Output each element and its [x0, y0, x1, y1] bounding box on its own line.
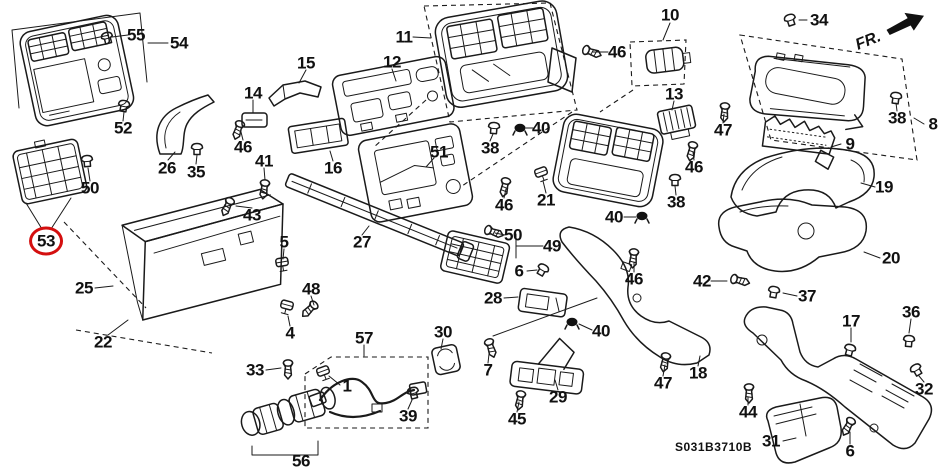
part-label-47[interactable]: 47: [714, 120, 732, 140]
part-label-51[interactable]: 51: [430, 142, 448, 162]
part-label-32[interactable]: 32: [915, 379, 933, 399]
part-label-43[interactable]: 43: [243, 205, 261, 225]
part54-bracket-box: [11, 12, 148, 109]
part-label-6[interactable]: 6: [845, 441, 855, 461]
part-label-8[interactable]: 8: [928, 114, 938, 134]
part-label-52[interactable]: 52: [114, 118, 132, 138]
part-label-5[interactable]: 5: [279, 232, 289, 252]
part-label-46[interactable]: 46: [234, 137, 252, 157]
dashed-group-lines: [63, 2, 918, 429]
part-16-pocket-drawing: [287, 117, 349, 154]
part-label-40[interactable]: 40: [605, 207, 623, 227]
part-label-21[interactable]: 21: [537, 190, 555, 210]
part-27-garnish-strip-drawing: [284, 173, 475, 262]
part-label-50[interactable]: 50: [81, 178, 99, 198]
part-label-27[interactable]: 27: [353, 232, 371, 252]
part-label-17[interactable]: 17: [842, 311, 860, 331]
part-54-center-panel-drawing: [19, 14, 135, 127]
part-51-control-bezel-drawing: [357, 123, 474, 223]
part-label-28[interactable]: 28: [484, 288, 502, 308]
part-label-9[interactable]: 9: [845, 134, 855, 154]
part-label-35[interactable]: 35: [187, 162, 205, 182]
part-26-bracket-drawing: [156, 94, 215, 155]
part-10-damper-drawing: [645, 46, 692, 74]
part-label-10[interactable]: 10: [661, 5, 679, 25]
part-label-42[interactable]: 42: [693, 271, 711, 291]
part-label-15[interactable]: 15: [297, 53, 315, 73]
part-label-49[interactable]: 49: [543, 236, 561, 256]
part-label-57[interactable]: 57: [355, 328, 373, 348]
part-57-harness-drawing: [308, 377, 428, 418]
part-label-44[interactable]: 44: [739, 402, 757, 422]
part-label-38[interactable]: 38: [667, 192, 685, 212]
part-label-26[interactable]: 26: [158, 158, 176, 178]
part-label-46[interactable]: 46: [685, 157, 703, 177]
part-56-lighter-drawing: [240, 386, 336, 436]
part-14-plate-drawing: [241, 112, 268, 128]
part-passenger-vent-drawing: [552, 113, 664, 208]
part-label-55[interactable]: 55: [127, 25, 145, 45]
part-11-center-vent-drawing: [434, 0, 569, 108]
part-label-46[interactable]: 46: [608, 42, 626, 62]
part-12-switch-panel-drawing: [331, 55, 455, 137]
part-label-13[interactable]: 13: [665, 84, 683, 104]
part-label-4[interactable]: 4: [285, 323, 295, 343]
part-28-box-drawing: [517, 287, 568, 318]
part-8-meter-visor-drawing: [749, 52, 866, 131]
part-31-kick-panel-drawing: [765, 396, 842, 464]
part-label-41[interactable]: 41: [255, 151, 273, 171]
part-label-25[interactable]: 25: [75, 278, 93, 298]
part-label-34[interactable]: 34: [810, 10, 828, 30]
part-label-31[interactable]: 31: [762, 431, 780, 451]
part-label-50[interactable]: 50: [504, 225, 522, 245]
diagram-code: S031B3710B: [675, 440, 753, 454]
part-22-glove-box-drawing: [121, 188, 284, 321]
part-13-resistor-drawing: [656, 104, 697, 140]
part-17-lower-cover-drawing: [743, 306, 933, 450]
part-label-19[interactable]: 19: [875, 177, 893, 197]
part-label-38[interactable]: 38: [888, 108, 906, 128]
part-29-bracket-assembly-drawing: [509, 337, 585, 395]
part-30-socket-drawing: [431, 343, 461, 376]
part-label-56[interactable]: 56: [292, 451, 310, 471]
part-label-6[interactable]: 6: [514, 261, 524, 281]
part-20-column-lower-cover-drawing: [717, 198, 868, 273]
part-label-39[interactable]: 39: [399, 406, 417, 426]
part-label-47[interactable]: 47: [654, 373, 672, 393]
part-label-48[interactable]: 48: [302, 279, 320, 299]
part-label-46[interactable]: 46: [625, 269, 643, 289]
part-label-53-highlighted[interactable]: 53: [29, 226, 63, 256]
part-label-29[interactable]: 29: [549, 387, 567, 407]
part-53-side-vent-drawing: [12, 138, 88, 205]
part-label-7[interactable]: 7: [483, 360, 493, 380]
part-label-40[interactable]: 40: [592, 321, 610, 341]
part-19-column-upper-cover-drawing: [730, 147, 875, 217]
part-49-vent-grille-drawing: [440, 230, 511, 284]
part-label-20[interactable]: 20: [882, 248, 900, 268]
part-label-40[interactable]: 40: [532, 118, 550, 138]
part-label-1[interactable]: 1: [342, 376, 352, 396]
part-label-11[interactable]: 11: [395, 27, 413, 47]
part-label-14[interactable]: 14: [244, 83, 262, 103]
part-label-38[interactable]: 38: [481, 138, 499, 158]
part-18-lower-trim-drawing: [559, 226, 711, 366]
part-label-18[interactable]: 18: [689, 363, 707, 383]
part-9-pad-drawing: [761, 115, 836, 170]
leader-lines: [87, 19, 925, 445]
part-label-30[interactable]: 30: [434, 322, 452, 342]
part-label-36[interactable]: 36: [902, 302, 920, 322]
part-label-37[interactable]: 37: [798, 286, 816, 306]
part-11-duct-drawing: [547, 47, 577, 93]
part-label-54[interactable]: 54: [170, 33, 188, 53]
part-label-46[interactable]: 46: [495, 195, 513, 215]
part-label-12[interactable]: 12: [383, 52, 401, 72]
part-label-33[interactable]: 33: [246, 360, 264, 380]
part-label-16[interactable]: 16: [324, 158, 342, 178]
part-15-bracket-drawing: [268, 80, 322, 107]
part-label-22[interactable]: 22: [94, 332, 112, 352]
part-label-45[interactable]: 45: [508, 409, 526, 429]
